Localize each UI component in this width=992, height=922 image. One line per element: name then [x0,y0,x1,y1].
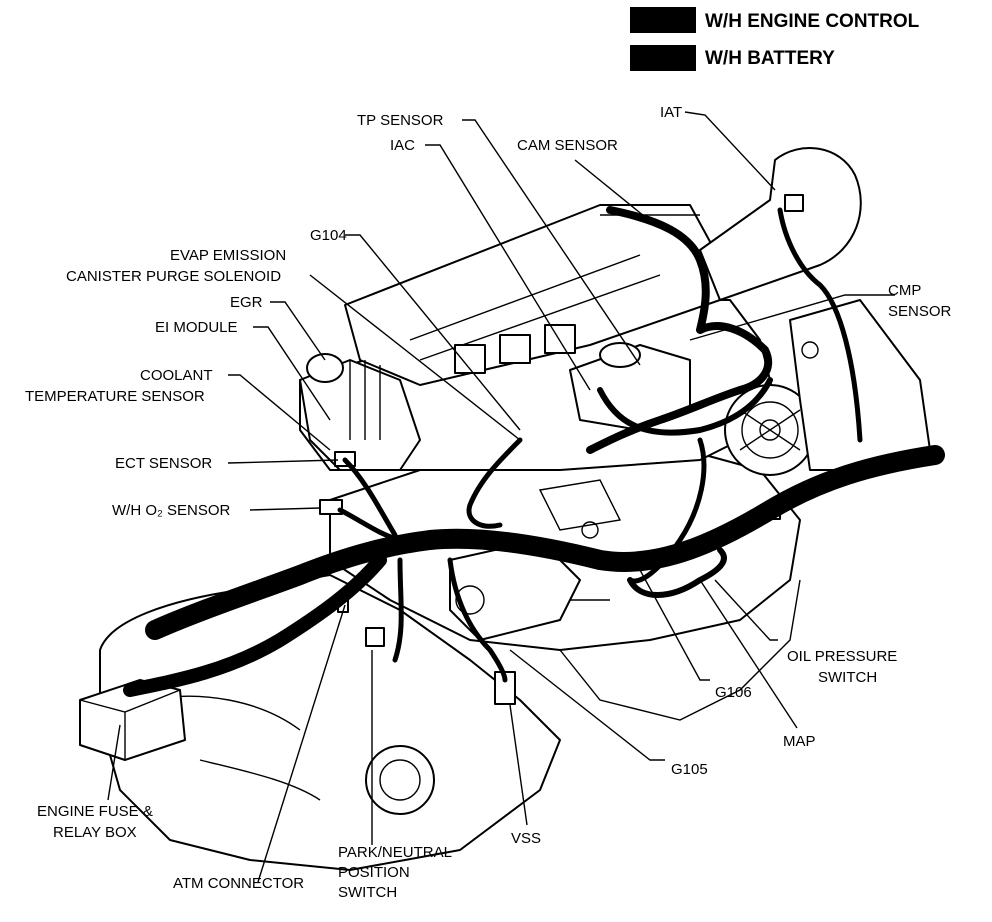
label-vss: VSS [511,830,541,847]
harness-throttle-loop [597,377,773,436]
harness-g104-lead [466,437,523,529]
legend-engine-control-label: W/H ENGINE CONTROL [705,11,920,32]
label-park-line3: SWITCH [338,884,397,901]
intake-manifold [299,359,421,471]
harness-battery-main [145,445,945,640]
harness-o2-lead [337,507,403,543]
harness-left-drop [392,557,404,663]
label-fuse-line2: RELAY BOX [53,824,137,841]
spark-plug-boot-3 [544,324,576,354]
label-oil-line1: OIL PRESSURE [787,648,897,665]
iat-sensor-body [784,194,804,212]
air-intake-duct [699,147,862,301]
harness-battery-branch [123,553,387,697]
o2-sensor-connector [319,499,343,515]
label-coolant-line2: TEMPERATURE SENSOR [25,388,205,405]
transmission-output-seal [365,745,435,815]
label-cmp-line2: SENSOR [888,303,952,320]
harness-vss-lead [447,557,508,683]
legend: W/H ENGINE CONTROL W/H BATTERY [630,7,920,71]
label-iat: IAT [660,104,682,121]
label-tp-sensor: TP SENSOR [357,112,444,129]
wire-harnesses [123,206,945,697]
label-park-line1: PARK/NEUTRAL [338,844,452,861]
label-ei-module: EI MODULE [155,319,238,336]
legend-swatch-battery [630,45,696,71]
harness-engine-control-top [586,206,773,454]
egr-valve [306,353,344,383]
label-cam-sensor: CAM SENSOR [517,137,618,154]
label-oil-line2: SWITCH [818,669,877,686]
label-cmp-line1: CMP [888,282,921,299]
label-map: MAP [783,733,816,750]
label-iac: IAC [390,137,415,154]
harness-iat-lead [777,207,863,443]
engine-fuse-relay-box [79,679,186,761]
label-park-line2: POSITION [338,864,410,881]
label-fuse-line1: ENGINE FUSE & [37,803,153,820]
spark-plug-boot-2 [499,334,531,364]
leader-lines [107,111,895,883]
label-atm-connector: ATM CONNECTOR [173,875,304,892]
label-egr: EGR [230,294,263,311]
label-g106: G106 [715,684,752,701]
park-neutral-connector [365,627,385,647]
harness-ect-lead [342,457,398,538]
label-evap-line2: CANISTER PURGE SOLENOID [66,268,281,285]
legend-battery-label: W/H BATTERY [705,48,835,69]
label-o2-sensor: W/H O₂ SENSOR [112,502,230,519]
legend-swatch-engine-control [630,7,696,33]
label-g104: G104 [310,227,347,244]
label-evap-line1: EVAP EMISSION [170,247,286,264]
labels: IAT TP SENSOR IAC CAM SENSOR G104 EVAP E… [25,104,952,901]
label-g105: G105 [671,761,708,778]
label-coolant-line1: COOLANT [140,367,213,384]
label-ect-sensor: ECT SENSOR [115,455,212,472]
timing-cover [789,299,931,471]
harness-center-drop [627,437,707,584]
engine-illustration [79,147,931,871]
